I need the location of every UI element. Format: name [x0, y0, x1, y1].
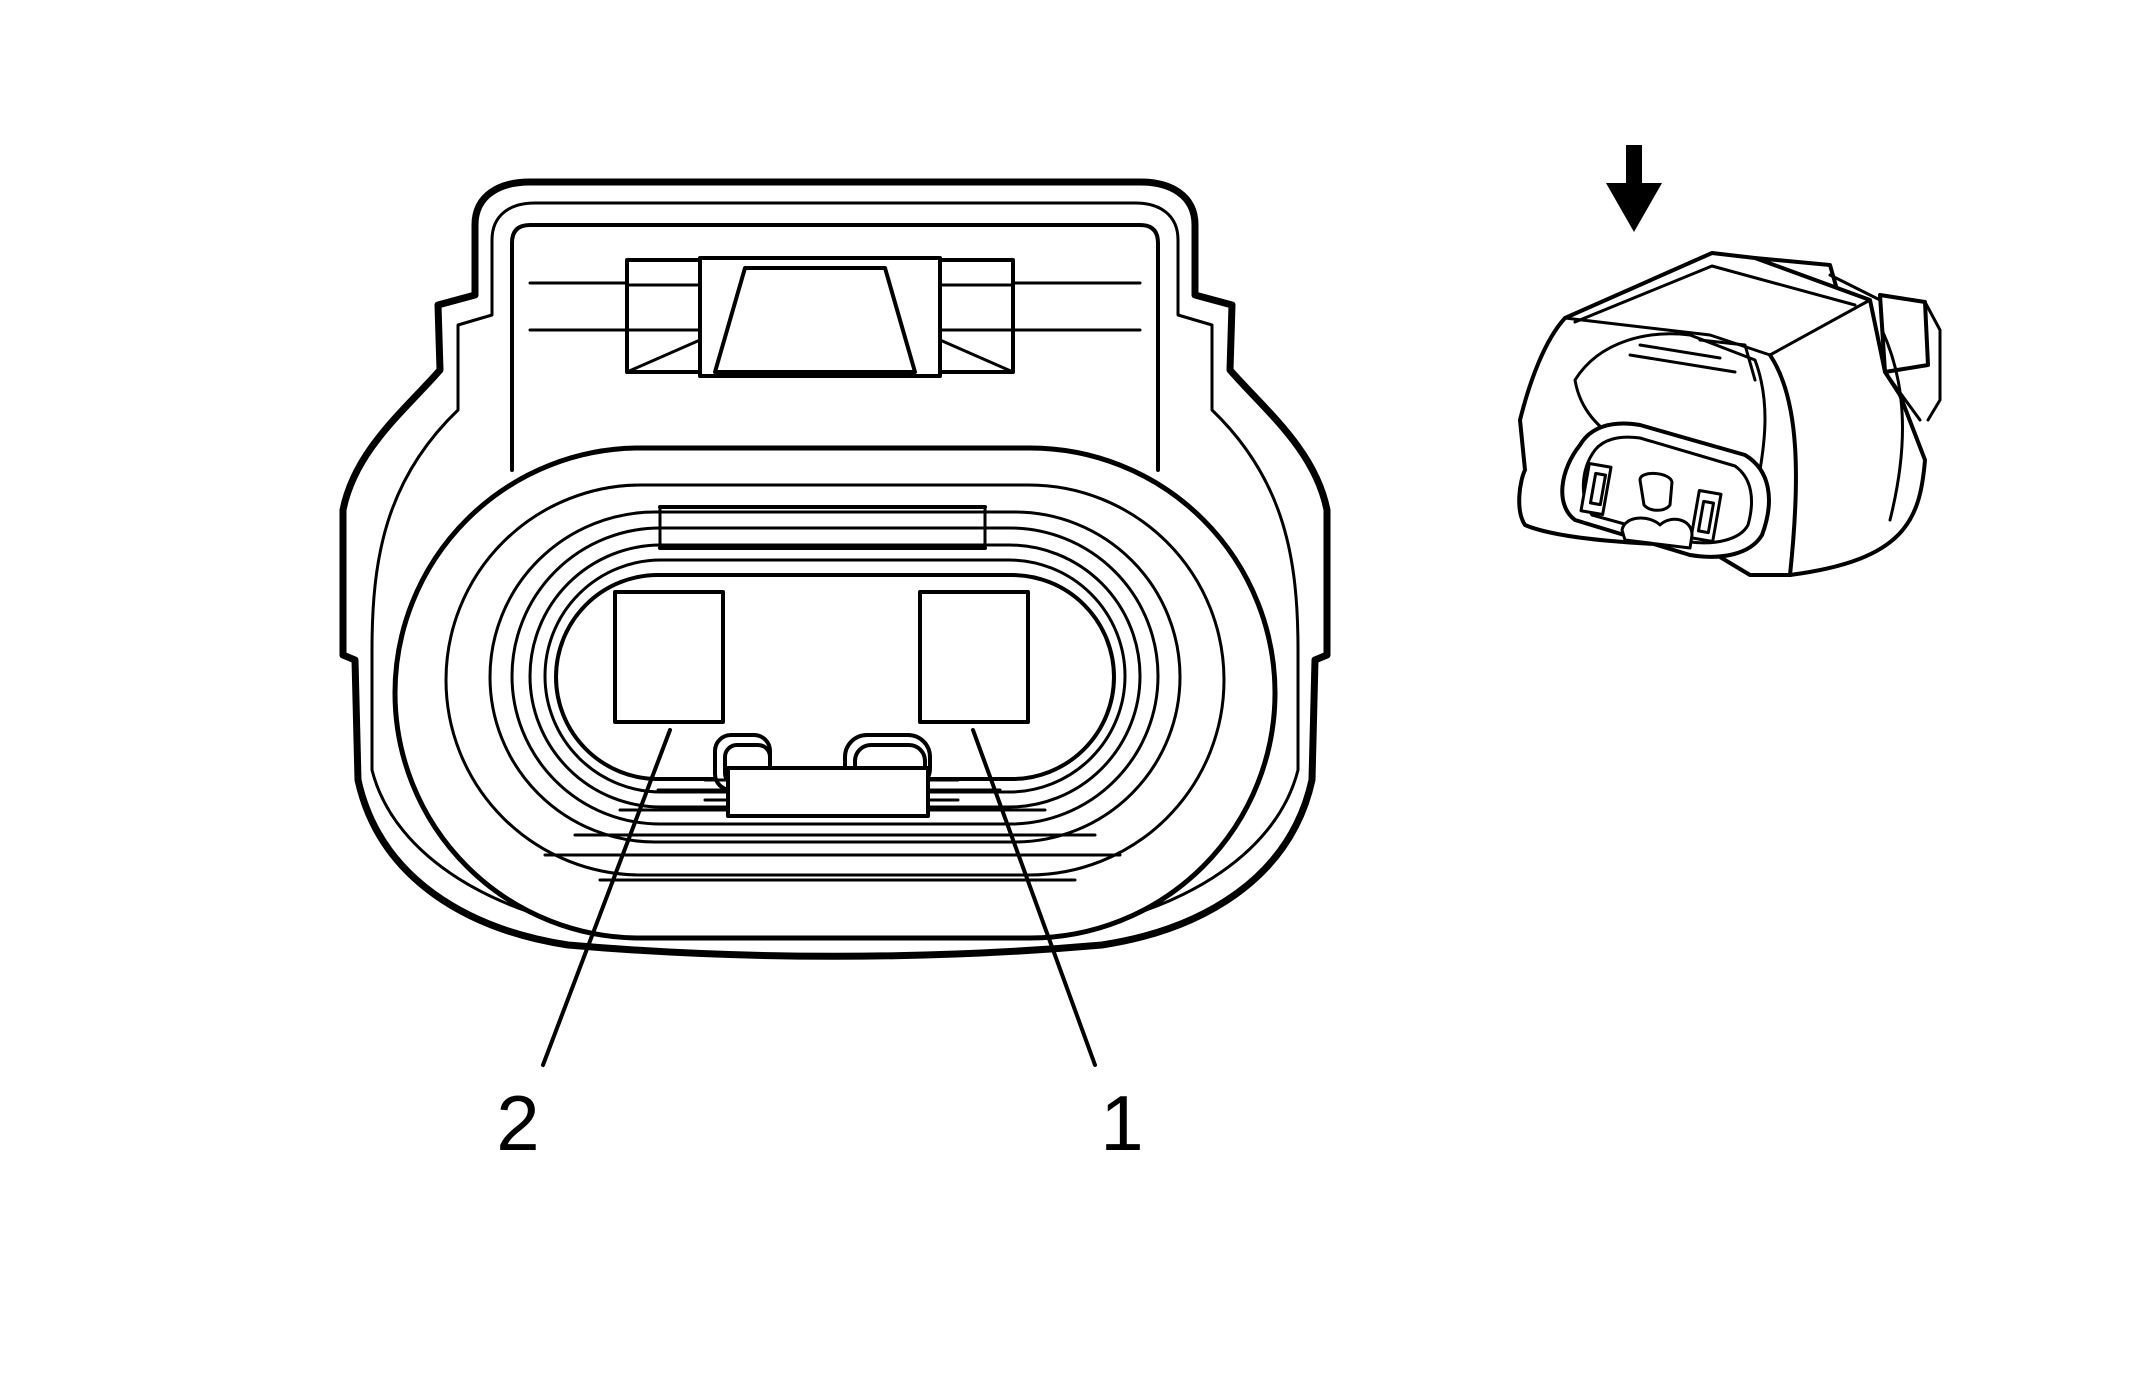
divider-rib	[658, 505, 987, 550]
leader-line-pin-2	[541, 728, 672, 1067]
housing-outer-outline	[339, 178, 1331, 960]
latch-window	[510, 223, 1160, 472]
pin-cavity-2	[613, 590, 725, 724]
bottom-guide-ribs	[543, 788, 1122, 882]
pin-cavity-1	[918, 590, 1030, 724]
locking-latch	[625, 256, 1015, 378]
connector-iso-view	[1517, 145, 1942, 577]
seal-rings	[392, 445, 1278, 941]
keying-feature	[703, 733, 960, 818]
housing-inner-outline	[370, 201, 1300, 932]
connector-face-view: 2 1	[339, 178, 1331, 1167]
pin-label-2: 2	[496, 1079, 539, 1167]
down-arrow-icon	[1606, 145, 1662, 232]
pin-label-1: 1	[1100, 1079, 1143, 1167]
leader-line-pin-1	[971, 728, 1097, 1067]
